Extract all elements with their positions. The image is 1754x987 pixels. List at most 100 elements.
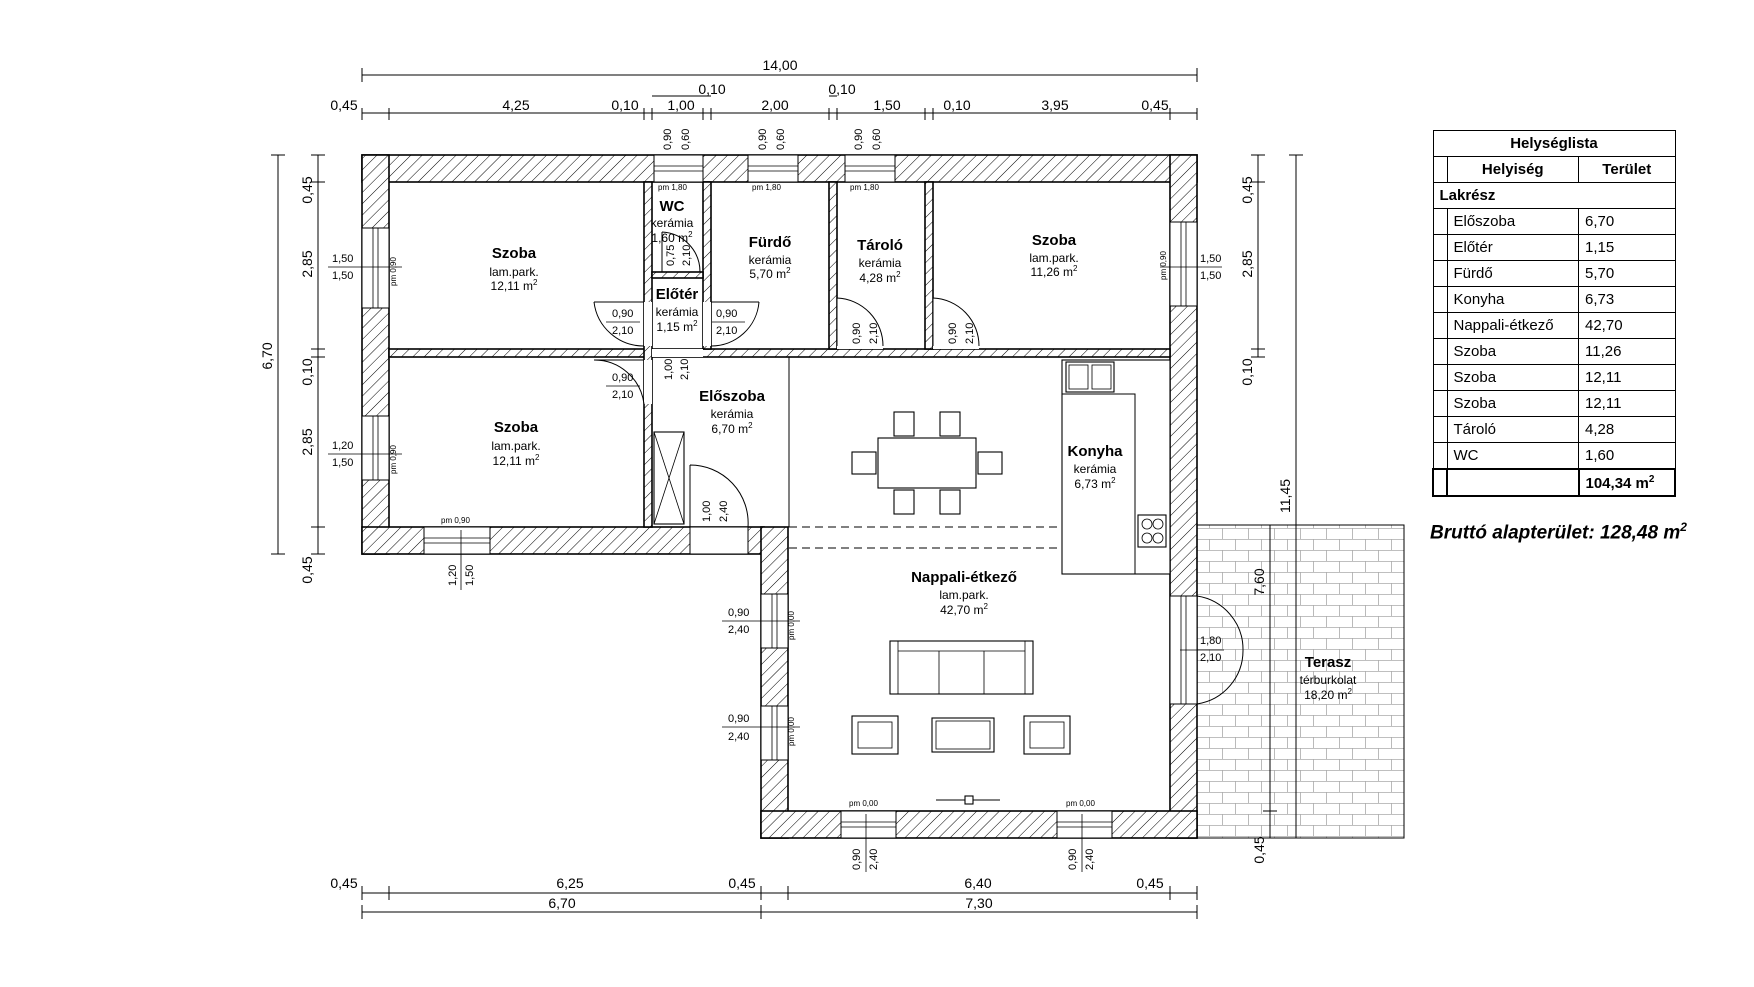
svg-text:pm 0,00: pm 0,00 (787, 611, 796, 640)
armchairs-and-coffee-table (851, 715, 1071, 805)
dim-bottom-total: 6,70 (548, 895, 575, 911)
svg-text:pm 0,00: pm 0,00 (787, 717, 796, 746)
svg-text:0,90: 0,90 (947, 323, 959, 344)
dim-top-segment: 0,10 (611, 97, 638, 113)
svg-text:pm 0,90: pm 0,90 (389, 445, 398, 474)
dim-left-segment: 0,10 (299, 358, 315, 385)
svg-text:0,90: 0,90 (728, 713, 749, 725)
room-list-group: Lakrész (1432, 182, 1676, 209)
svg-text:Tároló: Tároló (857, 237, 903, 254)
room-nappali-etkezo: Nappali-étkező lam.park. 42,70 m2 (911, 569, 1017, 617)
svg-text:1,20: 1,20 (332, 440, 353, 452)
room-eloszoba: Előszoba kerámia 6,70 m2 (699, 388, 766, 436)
svg-text:2,10: 2,10 (612, 325, 633, 337)
gross-area-label: Bruttó alapterület: 128,48 m2 (1430, 520, 1687, 544)
svg-text:lam.park.: lam.park. (1029, 251, 1078, 265)
table-indent-cell (1432, 156, 1448, 183)
svg-text:pm 0,00: pm 0,00 (849, 799, 878, 808)
dim-right-bottom: 0,45 (1251, 836, 1267, 863)
svg-text:Szoba: Szoba (1032, 232, 1077, 249)
svg-text:lam.park.: lam.park. (489, 265, 538, 279)
svg-text:pm 1,80: pm 1,80 (658, 183, 687, 192)
dim-bottom-total: 7,30 (965, 895, 992, 911)
svg-text:1,50: 1,50 (1200, 270, 1221, 282)
window-label: 0,60 (680, 129, 692, 150)
svg-text:18,20 m2: 18,20 m2 (1304, 687, 1352, 702)
terrace (1193, 524, 1405, 839)
svg-text:12,11 m2: 12,11 m2 (491, 278, 538, 293)
window-label: 0,90 (662, 129, 674, 150)
dim-left-total: 6,70 (259, 342, 275, 369)
dim-top-segment: 1,00 (667, 97, 694, 113)
svg-text:Nappali-étkező: Nappali-étkező (911, 569, 1017, 586)
window-label: 0,60 (871, 129, 883, 150)
svg-text:pm 0,90: pm 0,90 (389, 257, 398, 286)
dim-bottom-segment: 6,40 (964, 875, 991, 891)
svg-text:2,40: 2,40 (728, 624, 749, 636)
window-label: 0,60 (775, 129, 787, 150)
svg-text:pm 0,90: pm 0,90 (441, 516, 470, 525)
svg-text:2,10: 2,10 (681, 245, 693, 266)
dim-left-segment: 0,45 (299, 556, 315, 583)
dining-table (851, 411, 1003, 515)
header-room: Helyiség (1446, 156, 1579, 183)
svg-text:Szoba: Szoba (492, 245, 537, 262)
dim-top-segment: 2,00 (761, 97, 788, 113)
room-eloter: Előtér kerámia 1,15 m2 (656, 286, 699, 334)
svg-text:1,80: 1,80 (1200, 635, 1221, 647)
dim-top-segment: 0,45 (1141, 97, 1168, 113)
room-szoba-2: Szoba lam.park. 11,26 m2 (1029, 232, 1078, 279)
svg-text:0,90: 0,90 (728, 607, 749, 619)
svg-text:2,10: 2,10 (1200, 652, 1221, 664)
sofa (889, 640, 1034, 695)
svg-text:6,70 m2: 6,70 m2 (711, 421, 753, 436)
svg-text:kerámia: kerámia (749, 253, 792, 267)
svg-text:2,40: 2,40 (868, 849, 880, 870)
svg-text:kerámia: kerámia (1074, 462, 1117, 476)
svg-text:0,75: 0,75 (665, 245, 677, 266)
room-tarolo: Tároló kerámia 4,28 m2 (857, 237, 903, 285)
svg-text:2,40: 2,40 (718, 501, 730, 522)
total-area: 104,34 m (1585, 474, 1649, 492)
room-furdo: Fürdő kerámia 5,70 m2 (749, 234, 792, 281)
svg-text:2,10: 2,10 (612, 389, 633, 401)
svg-text:0,90: 0,90 (716, 308, 737, 320)
room-wc: WC kerámia 1,60 m2 (651, 198, 694, 245)
dimension-lines (271, 68, 1303, 919)
svg-text:1,50: 1,50 (332, 270, 353, 282)
svg-text:Terasz: Terasz (1305, 654, 1351, 671)
dim-right-total: 11,45 (1277, 479, 1293, 513)
window-label: 0,90 (757, 129, 769, 150)
window-label: 0,90 (853, 129, 865, 150)
dim-bottom-segment: 0,45 (1136, 875, 1163, 891)
dim-right-segment: 0,45 (1239, 176, 1255, 203)
svg-text:0,90: 0,90 (612, 308, 633, 320)
svg-text:0,90: 0,90 (851, 849, 863, 870)
svg-text:2,10: 2,10 (964, 323, 976, 344)
svg-text:11,26 m2: 11,26 m2 (1031, 264, 1078, 279)
room-list-table: Helységlista Helyiség Terület Lakrész El… (1432, 130, 1676, 497)
kitchen-counter (1061, 359, 1171, 575)
room-labels: Szoba lam.park. 12,11 m2 WC kerámia 1,60… (489, 198, 1357, 702)
svg-text:6,73 m2: 6,73 m2 (1074, 476, 1116, 491)
dim-top-segment: 1,50 (873, 97, 900, 113)
svg-text:Konyha: Konyha (1067, 443, 1123, 460)
svg-text:lam.park.: lam.park. (939, 588, 988, 602)
room-szoba-1: Szoba lam.park. 12,11 m2 (489, 245, 538, 293)
table-total-row: 104,34 m2 (1432, 468, 1676, 497)
svg-text:WC: WC (660, 198, 685, 215)
svg-text:Előszoba: Előszoba (699, 388, 766, 405)
svg-text:2,40: 2,40 (1084, 849, 1096, 870)
opening-labels: 0,90 0,60 0,90 0,60 0,90 0,60 pm 1,80 pm… (328, 129, 1224, 872)
svg-text:2,10: 2,10 (868, 323, 880, 344)
svg-text:Fürdő: Fürdő (749, 234, 792, 251)
dim-bottom-segment: 0,45 (330, 875, 357, 891)
